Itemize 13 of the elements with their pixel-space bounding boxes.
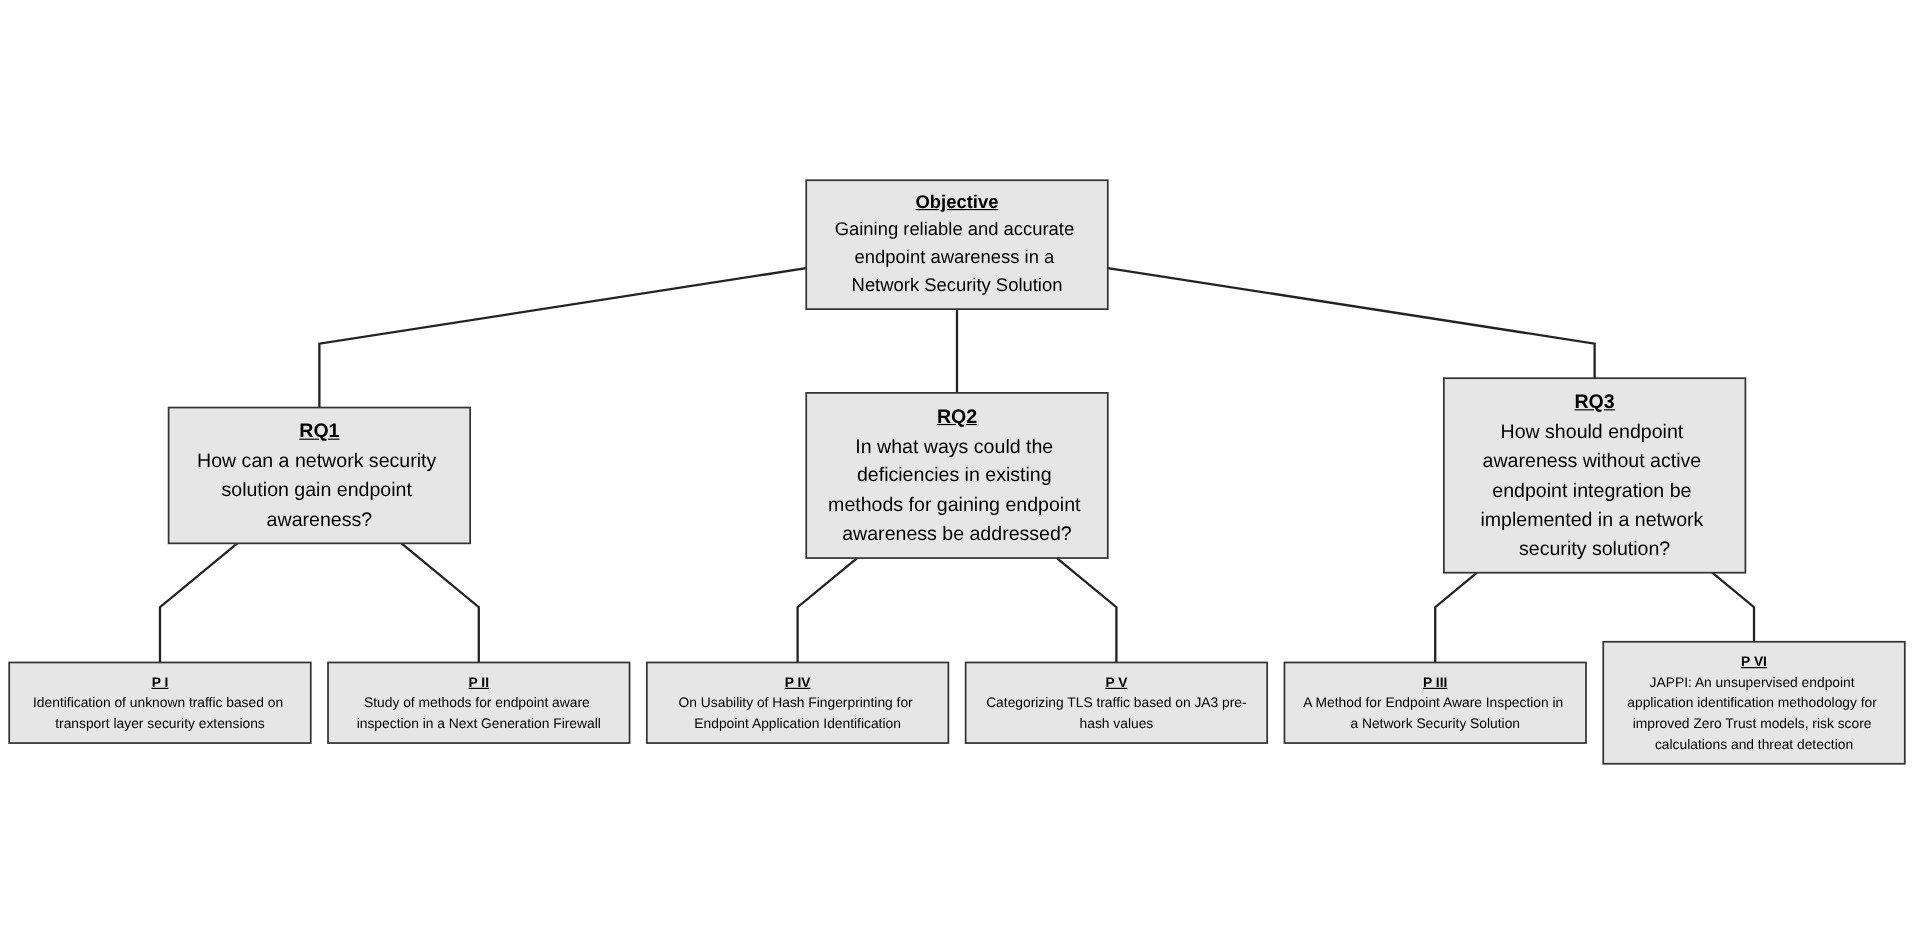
node-box: RQ3 How should endpoint awareness without active endpoint integration be implemented in a network security solution?	[1442, 377, 1747, 574]
connector	[1711, 571, 1756, 642]
connector	[158, 542, 238, 663]
connector	[955, 309, 959, 393]
connector	[1107, 266, 1596, 379]
node-box: RQ1 How can a network security solution gain endpoint awareness?	[167, 406, 472, 545]
connector	[1434, 571, 1478, 663]
connector	[1056, 557, 1118, 663]
node-box: Objective Gaining reliable and accurate endpoint awareness in a Network Security Solution	[805, 179, 1109, 310]
connector	[318, 266, 807, 408]
node-box: RQ2 In what ways could the deficiencies in existing methods for gaining endpoint awareness be addressed?	[805, 392, 1109, 559]
connector	[400, 542, 480, 663]
connector	[796, 557, 858, 663]
